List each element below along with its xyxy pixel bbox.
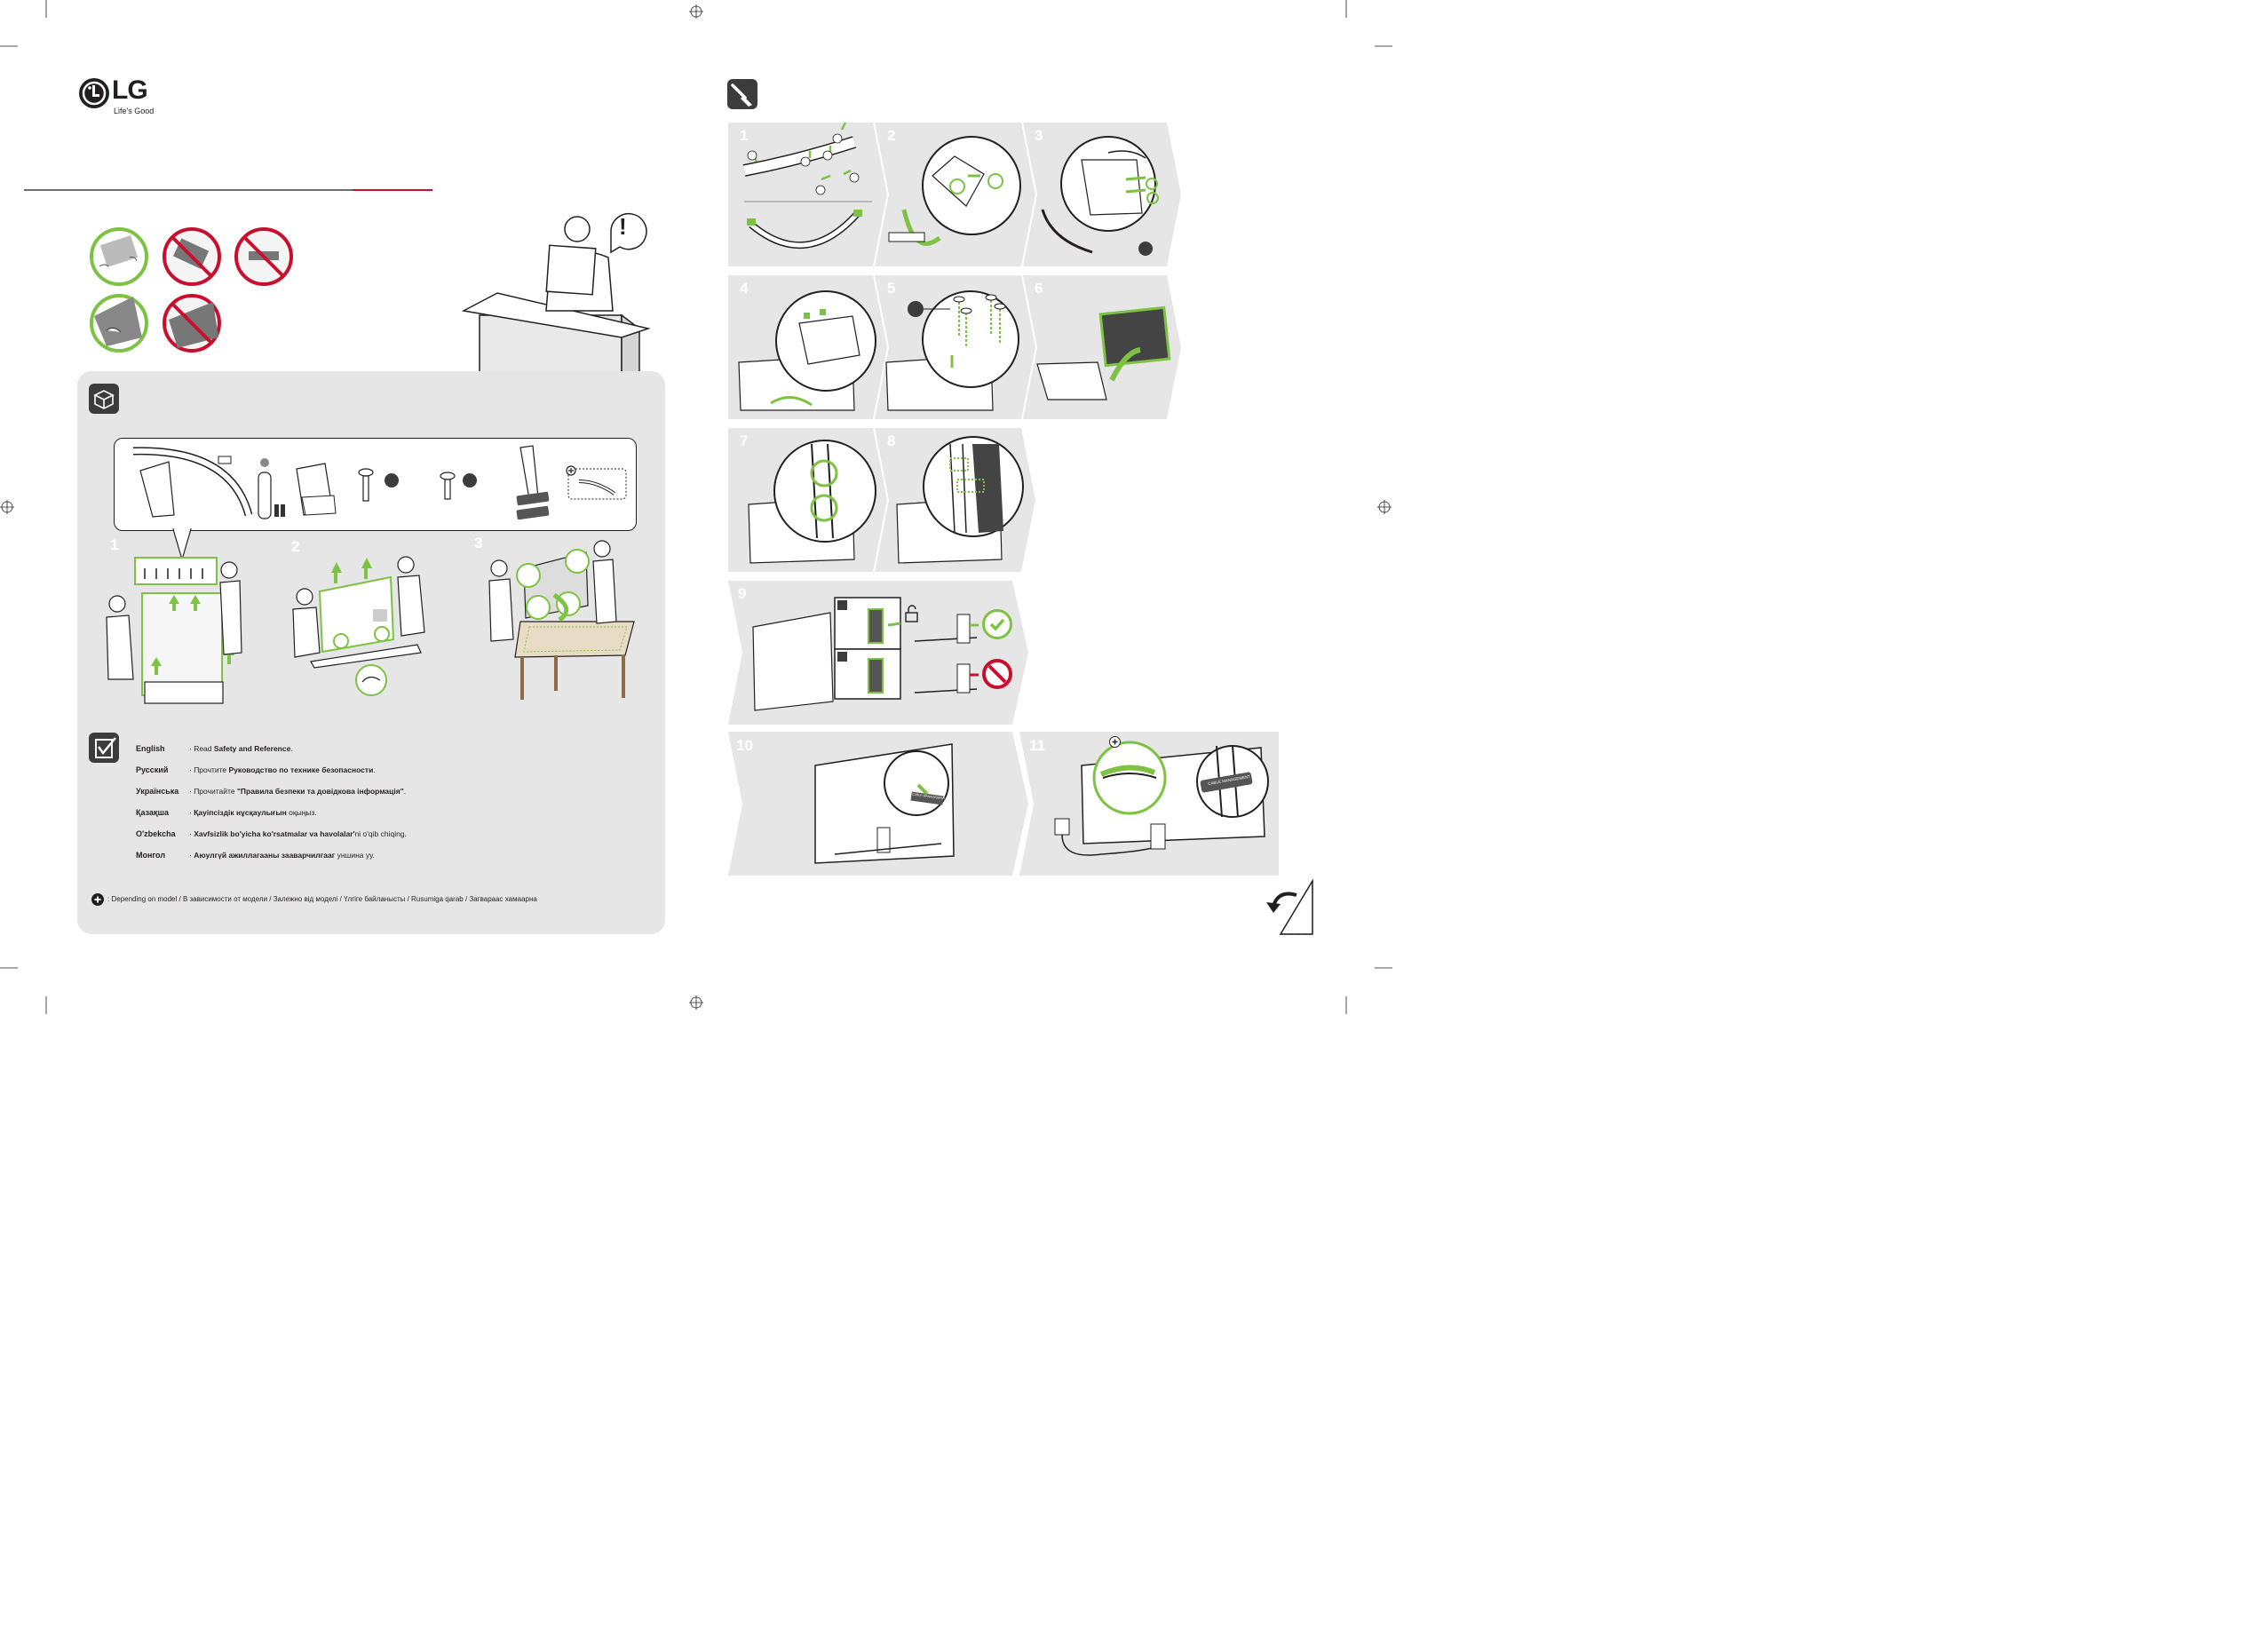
reading-suffix: . [403, 787, 407, 796]
unpack-step-1: 1 [110, 536, 119, 553]
assembly-step-1: 1 [740, 127, 749, 144]
turn-page-icon [1261, 878, 1316, 938]
reading-text: · Xavfsizlik bo'yicha ko'rsatmalar va ha… [189, 829, 407, 838]
reading-lang: English [136, 744, 165, 753]
reading-lang: O'zbekcha [136, 829, 176, 838]
components-box [114, 438, 637, 531]
reading-lang: Монгол [136, 851, 166, 860]
reading-suffix: . [373, 765, 376, 774]
brand-name: LG [112, 75, 148, 105]
handling-no-2 [234, 227, 293, 286]
reading-title: Xavfsizlik bo'yicha ko'rsatmalar va havo… [194, 829, 355, 838]
assembly-step-11: 11 [1029, 737, 1045, 754]
checklist-icon [89, 733, 119, 763]
assembly-step-10: 10 [736, 737, 753, 754]
reading-title: "Правила безпеки та довідкова інформація… [236, 787, 404, 796]
reading-prefix: · [189, 851, 194, 860]
handling-ok-2 [90, 294, 148, 353]
handling-no-3 [163, 294, 221, 353]
reading-prefix: · Read [189, 744, 214, 753]
reading-row: Қазақша · Қауіпсіздік нұсқаулығын оқыңыз… [136, 808, 598, 821]
box-icon [89, 384, 119, 414]
reading-prefix: · [189, 829, 194, 838]
reading-prefix: · Прочитайте [189, 787, 237, 796]
reading-title: Safety and Reference [213, 744, 291, 753]
reading-lang: Русский [136, 765, 169, 774]
reading-row: English · Read Safety and Reference. [136, 744, 598, 757]
assembly-step-4: 4 [740, 280, 749, 297]
reading-suffix: ni o'qib chiqing. [354, 829, 407, 838]
reading-lang: Українська [136, 787, 179, 796]
assembly-step-6: 6 [1035, 280, 1043, 297]
reading-row: Русский · Прочтите Руководство по техник… [136, 765, 598, 778]
screwdriver-icon [727, 79, 757, 109]
reading-text: · Прочтите Руководство по технике безопа… [189, 765, 376, 774]
reading-text: · Read Safety and Reference. [189, 744, 293, 753]
assembly-step-8: 8 [887, 432, 896, 449]
reading-row: Монгол · Аюулгүй ажиллагааны зааварчилга… [136, 851, 598, 863]
footnote-text: : Depending on model / В зависимости от … [107, 895, 537, 903]
reading-title: Руководство по технике безопасности [228, 765, 374, 774]
lg-logo-icon [79, 78, 109, 108]
reading-suffix: . [290, 744, 293, 753]
plus-circle-icon [1109, 736, 1121, 748]
reading-row: O'zbekcha · Xavfsizlik bo'yicha ko'rsatm… [136, 829, 598, 842]
reading-text: · Қауіпсіздік нұсқаулығын оқыңыз. [189, 808, 317, 817]
reading-row: Українська · Прочитайте "Правила безпеки… [136, 787, 598, 799]
reading-prefix: · [189, 808, 194, 817]
reading-text: · Прочитайте "Правила безпеки та довідко… [189, 787, 406, 796]
assembly-step-5: 5 [887, 280, 896, 297]
handling-no-1 [163, 227, 221, 286]
components-illustration [132, 445, 627, 562]
exclamation-icon: ! [619, 213, 627, 240]
assembly-step-7: 7 [740, 432, 749, 449]
unpack-illustrations [106, 540, 635, 704]
handling-ok-1 [90, 227, 148, 286]
reading-lang: Қазақша [136, 808, 169, 817]
unpack-step-2: 2 [291, 538, 300, 555]
handling-icons [90, 227, 293, 353]
check-icon [982, 609, 1012, 639]
reading-suffix: уншина уу. [335, 851, 375, 860]
reading-title: Қауіпсіздік нұсқаулығын [194, 808, 287, 817]
title-divider-accent [353, 189, 432, 191]
plus-circle-icon [91, 893, 104, 906]
assembly-step-2: 2 [887, 127, 896, 144]
assembly-step-9: 9 [738, 585, 747, 602]
reading-suffix: оқыңыз. [286, 808, 317, 817]
prohibited-icon [982, 659, 1012, 689]
lg-logo: LG Life's Good [78, 75, 167, 120]
reading-prefix: · Прочтите [189, 765, 229, 774]
unpack-step-3: 3 [474, 535, 483, 551]
reading-text: · Аюулгүй ажиллагааны зааварчилгааг унши… [189, 851, 375, 860]
assembly-illustrations [738, 122, 1269, 864]
assembly-step-3: 3 [1035, 127, 1043, 144]
reading-title: Аюулгүй ажиллагааны зааварчилгааг [194, 851, 336, 860]
crop-marks [0, 0, 1392, 1014]
unlock-icon [904, 605, 920, 622]
brand-tagline: Life's Good [114, 107, 155, 115]
title-divider [24, 189, 353, 191]
